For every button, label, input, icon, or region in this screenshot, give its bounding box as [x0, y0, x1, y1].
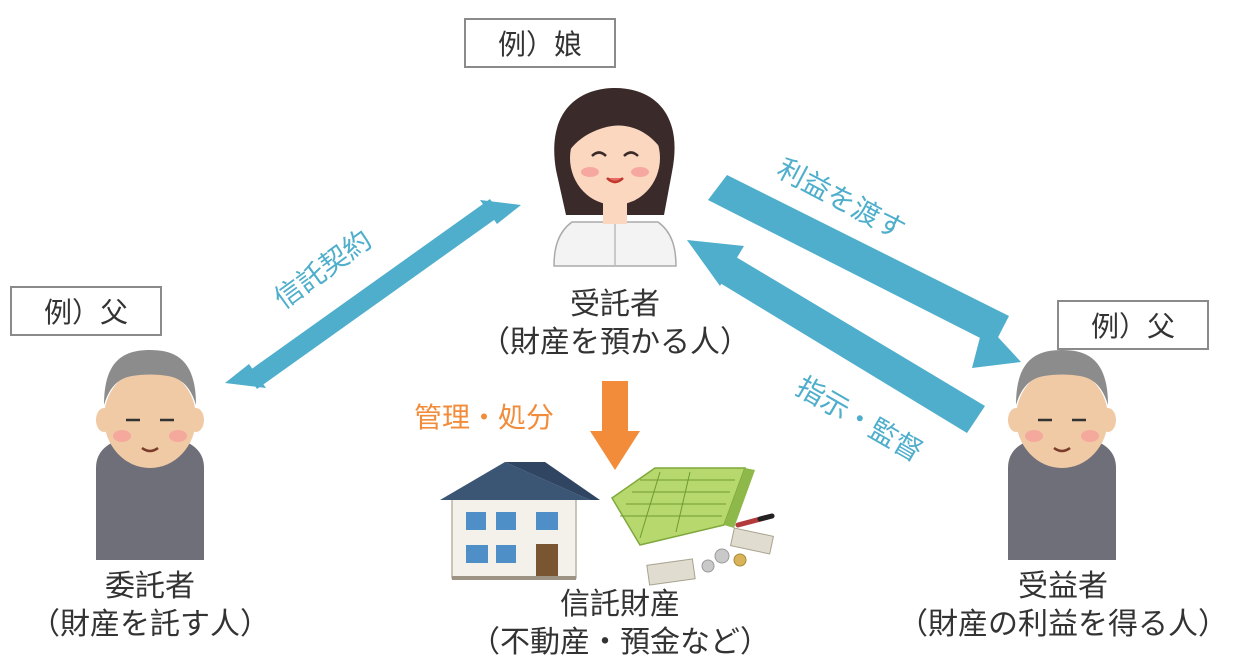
trustee-title: 受託者: [570, 287, 660, 322]
settlor-example-label: 例）父: [43, 296, 128, 329]
beneficiary-title: 受益者: [1018, 569, 1108, 604]
trustee-caption: 受託者 （財産を預かる人）: [470, 286, 760, 362]
benefit-arrow: [708, 175, 1021, 368]
instruction-arrow: [687, 240, 985, 433]
trustee-example-box: 例）娘: [464, 18, 616, 68]
house-illustration: [440, 462, 600, 580]
settlor-title: 委託者: [105, 569, 195, 604]
beneficiary-example-box: 例）父: [1057, 300, 1209, 350]
settlor-description: （財産を託す人）: [30, 607, 270, 642]
management-arrow-label: 管理・処分: [414, 401, 555, 434]
settlor-caption: 委託者 （財産を託す人）: [20, 568, 280, 644]
bankbook-illustration: [610, 467, 775, 586]
contract-double-arrow: [225, 199, 521, 389]
trustee-description: （財産を預かる人）: [480, 325, 750, 360]
beneficiary-father-illustration: [1008, 350, 1116, 560]
beneficiary-caption: 受益者 （財産の利益を得る人）: [898, 568, 1228, 644]
beneficiary-example-label: 例）父: [1090, 310, 1175, 343]
property-title: 信託財産: [560, 587, 680, 622]
settlor-example-box: 例）父: [10, 286, 162, 336]
settlor-father-illustration: [96, 350, 204, 560]
trustee-example-label: 例）娘: [497, 28, 582, 61]
property-caption: 信託財産 （不動産・預金など）: [470, 586, 770, 662]
property-description: （不動産・預金など）: [470, 625, 770, 660]
management-arrow: [590, 381, 640, 470]
beneficiary-description: （財産の利益を得る人）: [898, 607, 1228, 642]
daughter-illustration: [553, 88, 677, 267]
